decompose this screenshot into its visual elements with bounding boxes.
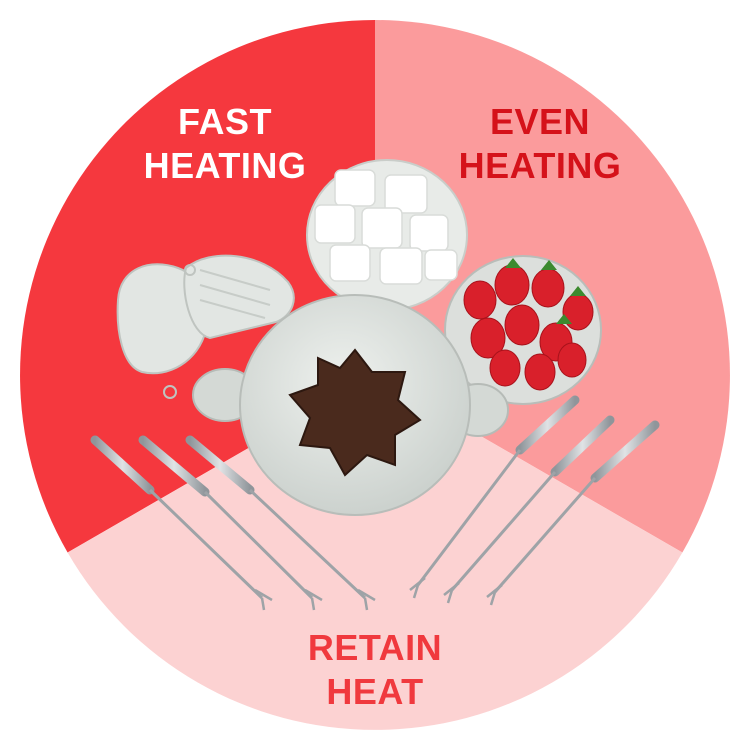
even-heating-label: EVEN HEATING — [440, 100, 640, 188]
strawberry-bowl — [444, 255, 602, 405]
even-heating-line2: HEATING — [458, 145, 622, 186]
retain-heat-segment — [67, 375, 683, 730]
fondue-forks-left — [90, 435, 376, 611]
fast-heating-line2: HEATING — [143, 145, 307, 186]
fondue-pot — [192, 294, 509, 516]
even-heating-line1: EVEN — [489, 101, 591, 142]
fast-heating-label: FAST HEATING — [130, 100, 320, 188]
marshmallow-bowl — [306, 159, 468, 311]
chocolate-opening — [288, 348, 422, 477]
retain-heat-label: RETAIN HEAT — [275, 626, 475, 714]
strawberries — [463, 264, 594, 391]
fondue-forks-right — [409, 395, 660, 606]
fast-heating-line1: FAST — [177, 101, 272, 142]
retain-heat-line2: HEAT — [326, 671, 424, 712]
silicone-mitts — [116, 254, 295, 399]
marshmallows — [314, 169, 458, 285]
retain-heat-line1: RETAIN — [307, 627, 443, 668]
